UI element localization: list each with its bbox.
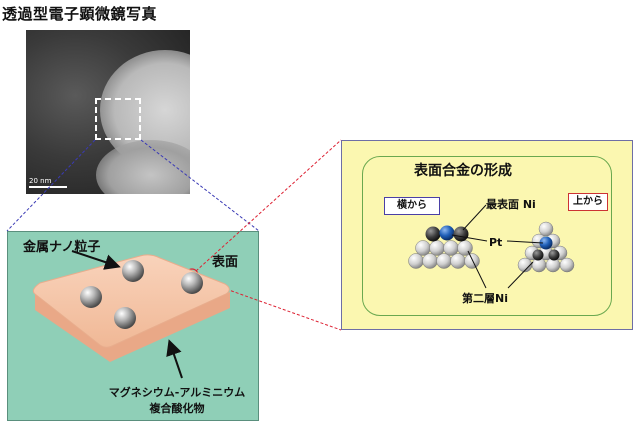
leader-line [506, 240, 544, 244]
metal-nanoparticle-label: 金属ナノ粒子 [23, 240, 101, 255]
atom-cluster-icon [517, 221, 575, 273]
arrow-icon [166, 339, 183, 379]
surface-alloy-panel [341, 140, 633, 330]
tem-micrograph: 20 nm [26, 30, 190, 194]
arrow-icon [71, 250, 121, 270]
atom-cluster-icon [408, 225, 480, 269]
support-slab-top [32, 254, 230, 348]
nanoparticle-sphere-icon [114, 307, 136, 329]
zoom-line-left [6, 139, 96, 232]
tem-title: 透過型電子顕微鏡写真 [2, 5, 158, 23]
scale-bar-label: 20 nm [29, 177, 52, 185]
surface-line-top [195, 139, 342, 272]
leader-line [507, 261, 534, 289]
surface-alloy-frame [362, 156, 612, 316]
pt-label: Pt [489, 236, 503, 249]
nanoparticle-sphere-icon [181, 272, 203, 294]
top-view-label: 上から [568, 193, 608, 211]
nanoparticle-sphere-icon [80, 286, 102, 308]
zoom-line-right [140, 139, 260, 232]
surface-alloy-title: 表面合金の形成 [414, 163, 512, 179]
zoom-region-box [95, 98, 141, 140]
side-view-label: 横から [384, 197, 440, 215]
surface-label: 表面 [212, 255, 239, 270]
second-layer-ni-label: 第二層Ni [462, 292, 508, 305]
support-label-line2: 複合酸化物 [149, 402, 205, 415]
top-surface-ni-label: 最表面 Ni [486, 198, 536, 211]
leader-line [451, 234, 488, 242]
support-label: マグネシウム-アルミニウム 複合酸化物 [102, 385, 252, 417]
nanoparticle-sphere-icon [122, 260, 144, 282]
leader-line [462, 204, 487, 231]
support-slab-side [35, 292, 230, 362]
scale-bar [29, 186, 67, 188]
leader-line [467, 250, 487, 289]
support-label-line1: マグネシウム-アルミニウム [108, 386, 246, 399]
